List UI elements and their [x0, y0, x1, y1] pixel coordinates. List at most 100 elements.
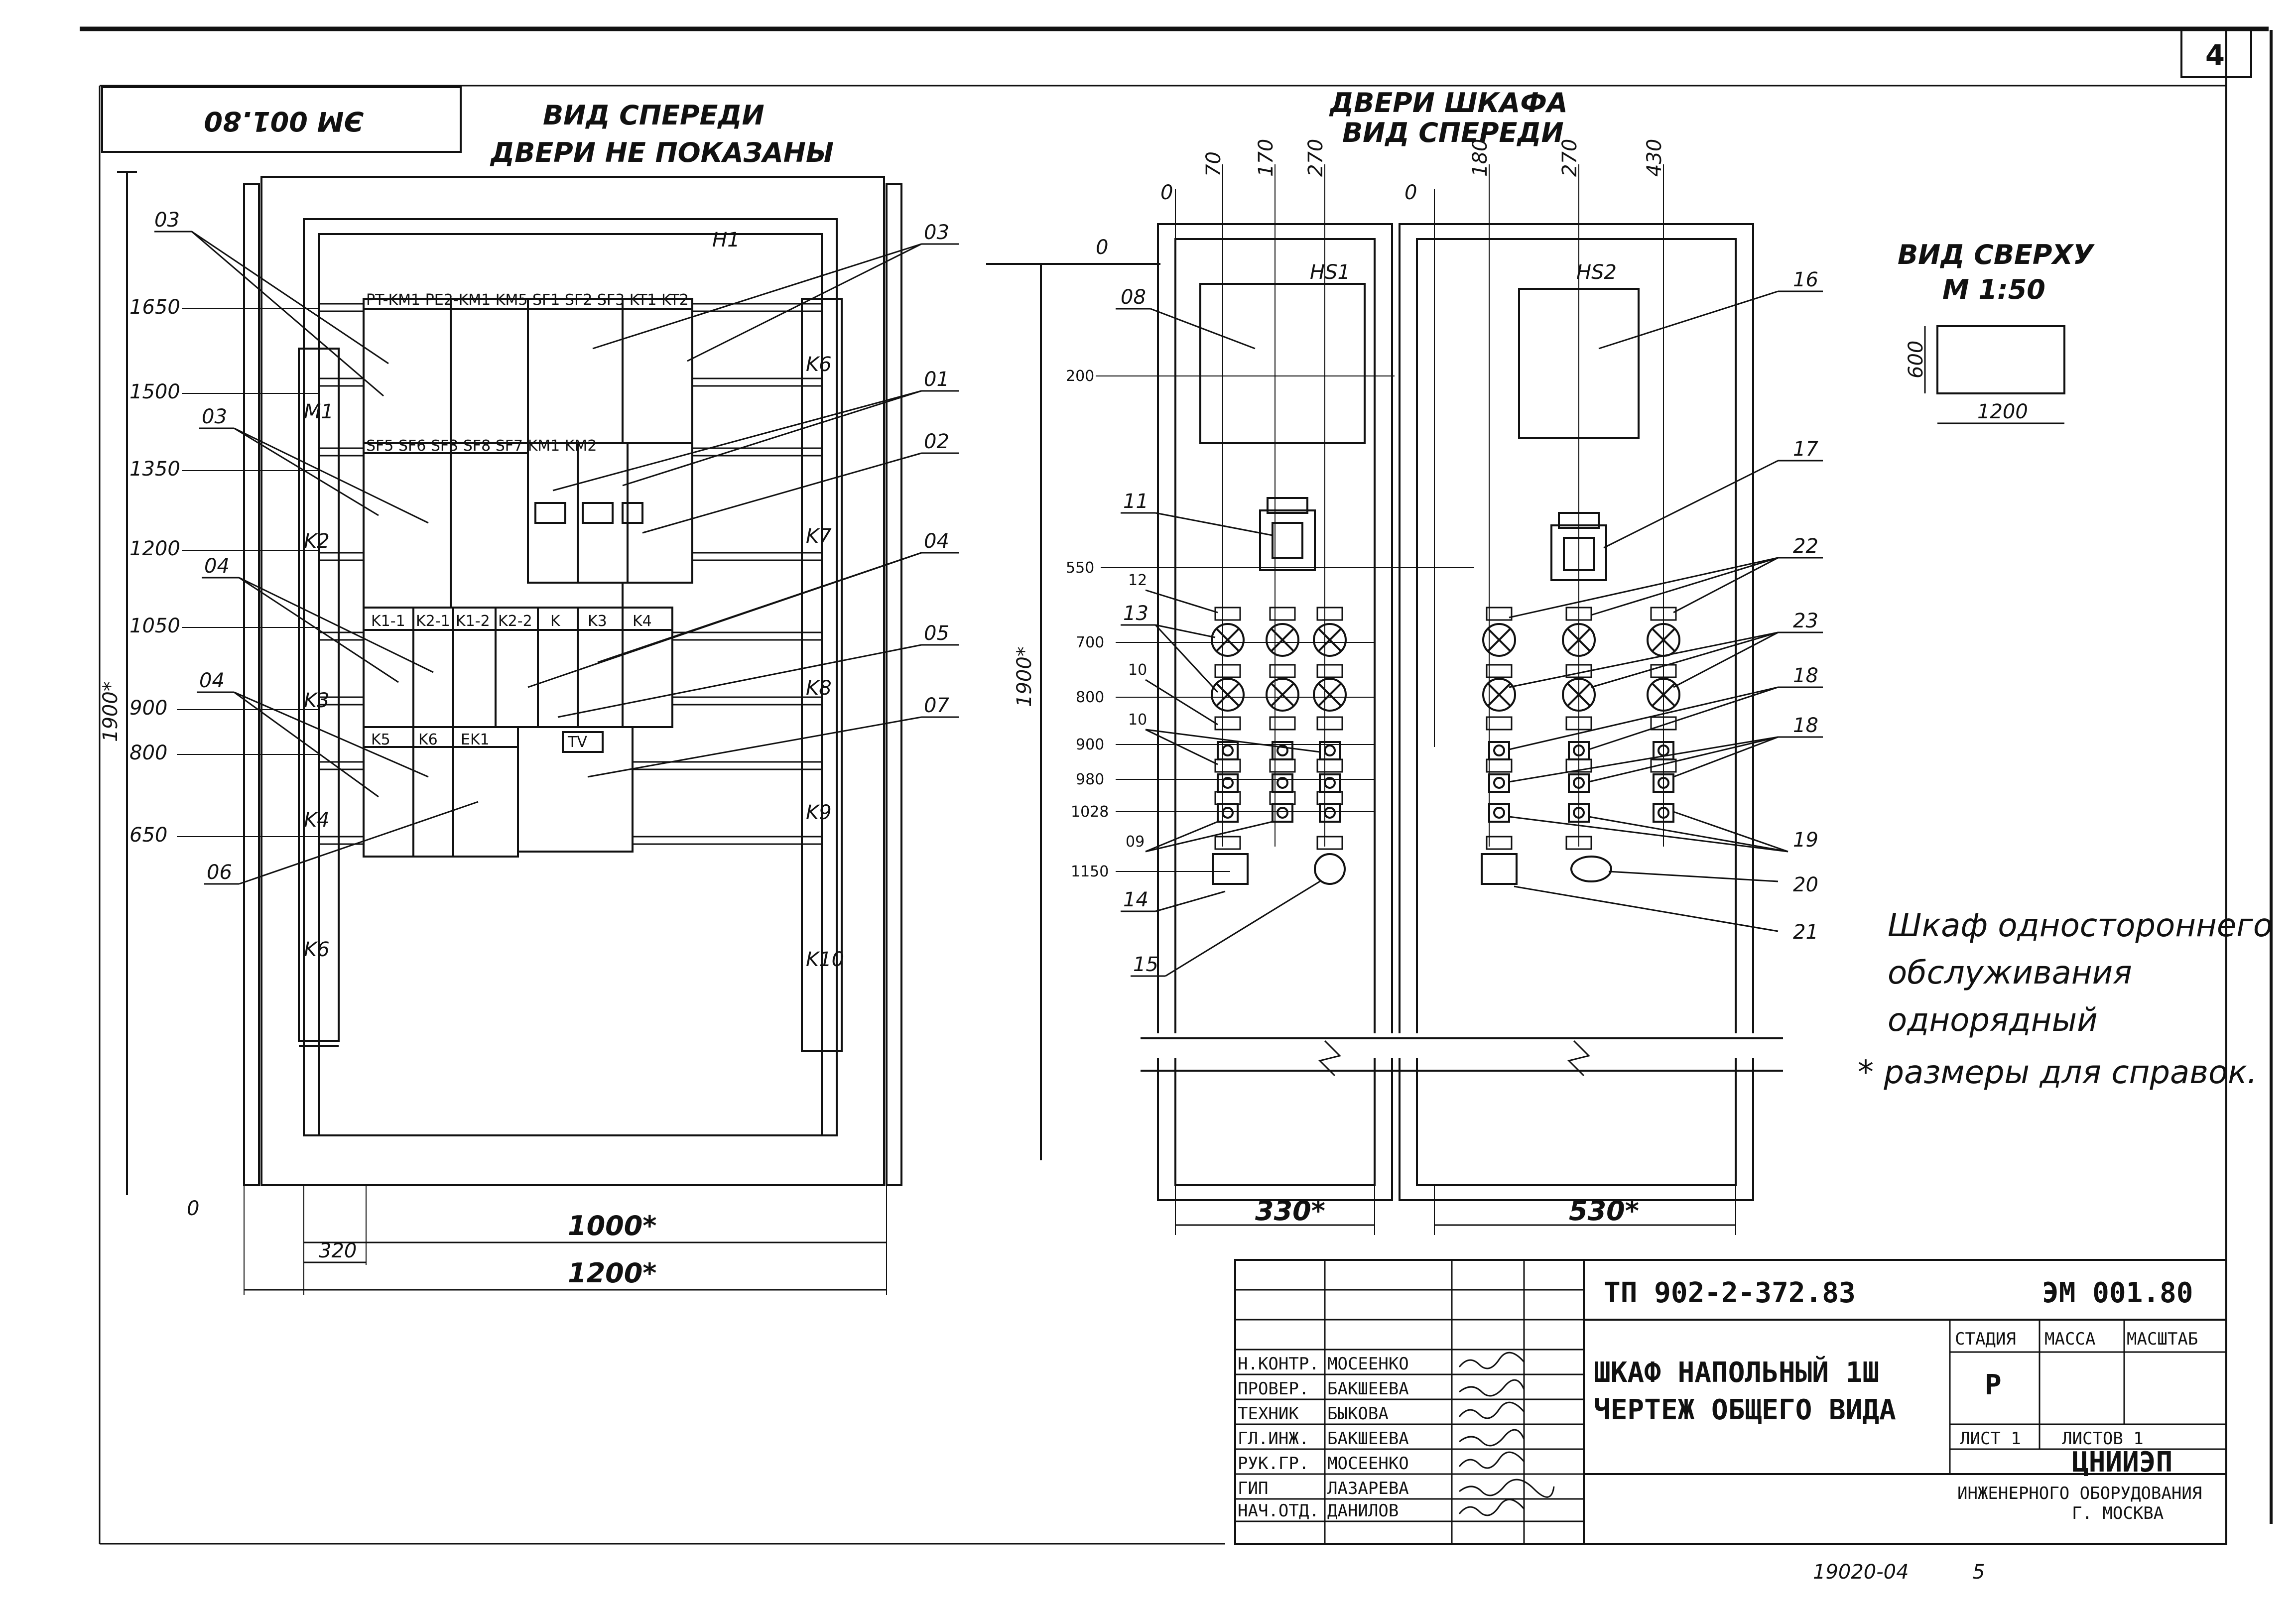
side-left-6: K6 [304, 938, 330, 961]
tb-name-5: МОСЕЕНКО [1327, 1454, 1409, 1474]
front-dim-1000: 1000* [568, 1210, 657, 1241]
door-callout-12: 12 [1128, 572, 1147, 589]
door-top-430: 430 [1643, 139, 1666, 177]
tb-role-2: ПРОВЕР. [1238, 1379, 1309, 1399]
tb-name-2: БАКШЕЕВА [1327, 1379, 1409, 1399]
side-right-7: K7 [806, 525, 832, 548]
front-dim-1200: 1200* [568, 1257, 657, 1289]
door-h-0: 0 [1096, 236, 1108, 259]
tb-name-3: БЫКОВА [1327, 1404, 1389, 1424]
top-view-scale: М 1:50 [1942, 274, 2045, 305]
row1-strip: PT-KM1 PE2-KM1 KM5 SF1 SF2 SF3 KT1 KT2 [366, 291, 689, 309]
tb-project: ТП 902-2-372.83 [1604, 1277, 1856, 1309]
door-h-550: 550 [1066, 559, 1094, 577]
tb-name-7: ДАНИЛОВ [1327, 1501, 1399, 1521]
door-callout-11: 11 [1123, 490, 1148, 513]
front-callout-02: 02 [924, 430, 949, 453]
door-h-1028: 1028 [1071, 803, 1109, 821]
side-left-3: K3 [304, 689, 330, 712]
sheet-frame [80, 26, 2273, 1545]
right-door-label: HS2 [1576, 261, 1617, 284]
front-subtitle: ДВЕРИ НЕ ПОКАЗАНЫ [490, 137, 834, 168]
door-h-900: 900 [1076, 736, 1104, 753]
front-callout-06: 06 [207, 861, 232, 884]
front-panel-label: H1 [712, 229, 740, 251]
right-lamps [1482, 623, 1680, 712]
front-dim-1900: 1900* [99, 681, 122, 742]
door-view: ДВЕРИ ШКАФА ВИД СПЕРЕДИ 0 70 170 270 0 1… [986, 87, 1823, 1235]
left-buttons [1212, 741, 1346, 885]
note-line2: обслуживания [1888, 955, 2132, 991]
row4-label-1: K5 [371, 731, 390, 748]
door-callout-18b: 18 [1793, 714, 1818, 737]
front-callout-04c: 04 [924, 530, 949, 553]
door-callout-13: 13 [1123, 602, 1148, 625]
door-callout-19: 19 [1793, 829, 1818, 852]
tb-stage-header: СТАДИЯ [1955, 1329, 2016, 1349]
side-right-10: K10 [806, 948, 844, 971]
note-line4: * размеры для справок. [1858, 1054, 2257, 1091]
door-callout-17: 17 [1793, 438, 1818, 461]
door-top-70: 70 [1202, 151, 1225, 177]
door-top-0-right: 0 [1404, 181, 1417, 204]
tb-name-line2: ЧЕРТЕЖ ОБЩЕГО ВИДА [1594, 1394, 1896, 1426]
front-callout-03a: 03 [154, 209, 180, 232]
row3-label-4: K2-2 [498, 613, 532, 630]
tb-mass-header: МАССА [2044, 1329, 2095, 1349]
tb-code: ЭМ 001.80 [2042, 1277, 2193, 1309]
top-view-title: ВИД СВЕРХУ [1898, 239, 2095, 270]
side-left-1: M1 [304, 400, 334, 423]
door-dim-330: 330* [1255, 1195, 1325, 1227]
door-callout-18a: 18 [1793, 664, 1818, 687]
note-line3: однорядный [1888, 1002, 2098, 1039]
front-callout-03c: 03 [924, 221, 949, 244]
door-callout-14: 14 [1123, 888, 1148, 911]
front-zero: 0 [187, 1197, 199, 1220]
height-800: 800 [129, 742, 167, 764]
door-callout-20: 20 [1793, 873, 1818, 896]
tb-role-7: НАЧ.ОТД. [1238, 1501, 1319, 1521]
side-left-2: K2 [304, 530, 330, 553]
door-h-800: 800 [1076, 689, 1104, 706]
left-door-label: HS1 [1310, 261, 1350, 284]
front-view: ЭМ 001.80 ВИД СПЕРЕДИ ДВЕРИ НЕ ПОКАЗАНЫ … [99, 86, 959, 1295]
tb-role-4: ГЛ.ИНЖ. [1238, 1429, 1309, 1449]
door-callout-10a: 10 [1128, 661, 1147, 679]
tb-sheet: ЛИСТ 1 [1960, 1429, 2021, 1449]
footer-code: 19020-04 [1813, 1561, 1909, 1584]
door-callout-22: 22 [1793, 535, 1818, 558]
row4-label-3: EK1 [461, 731, 490, 748]
front-callout-04b: 04 [199, 669, 225, 692]
door-callout-10b: 10 [1128, 711, 1147, 729]
height-1200: 1200 [129, 537, 180, 560]
height-1500: 1500 [129, 380, 180, 403]
row3-label-7: K4 [633, 613, 652, 630]
top-view-width: 1200 [1977, 400, 2028, 423]
row3-label-5: K [550, 613, 561, 630]
tb-org-name: ЦНИИЭП [2072, 1446, 2172, 1479]
door-h-700: 700 [1076, 634, 1104, 651]
right-buttons [1481, 741, 1674, 885]
tb-role-5: РУК.ГР. [1238, 1454, 1309, 1474]
tb-name-line1: ШКАФ НАПОЛЬНЫЙ 1Ш [1594, 1356, 1879, 1389]
tb-role-1: Н.КОНТР. [1238, 1354, 1319, 1374]
door-callout-15: 15 [1133, 953, 1158, 976]
row2-strip: SF5 SF6 SF3 SF8 SF7 KM1 KM2 [366, 437, 597, 455]
door-callout-08: 08 [1121, 286, 1146, 309]
height-650: 650 [129, 824, 167, 847]
row3-label-6: K3 [588, 613, 607, 630]
height-1650: 1650 [129, 296, 180, 319]
front-title: ВИД СПЕРЕДИ [543, 100, 765, 131]
door-h-200: 200 [1066, 368, 1094, 385]
top-view-depth: 600 [1905, 341, 1927, 378]
height-900: 900 [129, 697, 167, 720]
row4-label-4: TV [567, 734, 587, 751]
signatures [1458, 1352, 1555, 1516]
tb-role-3: ТЕХНИК [1238, 1404, 1299, 1424]
door-top-270-left: 270 [1304, 139, 1327, 177]
left-lamps [1211, 623, 1347, 712]
front-callout-01: 01 [924, 368, 949, 391]
notes: Шкаф одностороннего обслуживания одноряд… [1858, 907, 2273, 1091]
height-1350: 1350 [129, 458, 180, 481]
